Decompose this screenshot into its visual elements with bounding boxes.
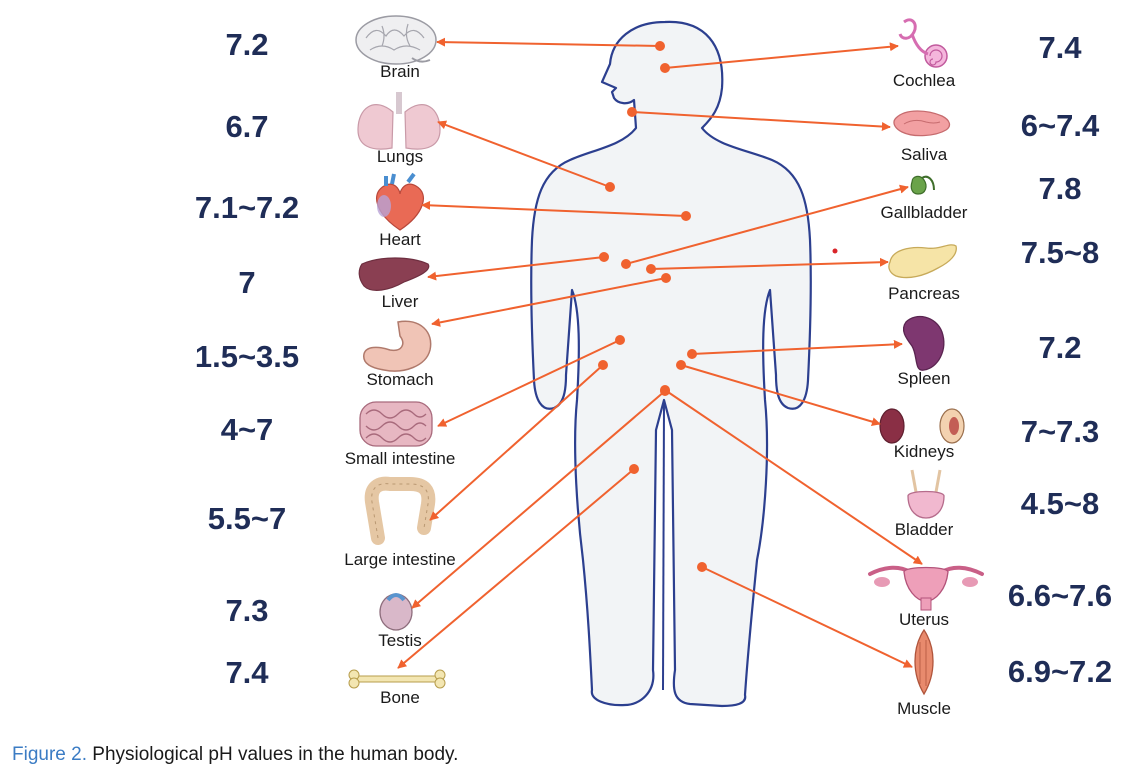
- origin-dot-lungs: [605, 182, 615, 192]
- organ-label-spleen: Spleen: [898, 369, 951, 388]
- origin-dot-bone: [629, 464, 639, 474]
- arrow-cochlea: [664, 42, 899, 69]
- organ-label-testis: Testis: [378, 631, 421, 650]
- organ-label-lungs: Lungs: [377, 147, 423, 166]
- origin-dot-muscle: [697, 562, 707, 572]
- organ-label-kidneys: Kidneys: [894, 442, 954, 461]
- stray-mark: [832, 248, 838, 254]
- origin-dot-kidneys: [676, 360, 686, 370]
- organ-label-heart: Heart: [379, 230, 421, 249]
- gallbladder-icon: [910, 175, 935, 195]
- origin-dot-gallbladder: [621, 259, 631, 269]
- organ-label-pancreas: Pancreas: [888, 284, 960, 303]
- organ-icons: [348, 15, 984, 696]
- arrow-bone: [397, 468, 635, 669]
- ph-value-spleen: 7.2: [1038, 330, 1081, 365]
- origin-dot-small-intestine: [615, 335, 625, 345]
- stomach-icon: [363, 320, 432, 372]
- origin-dot-cochlea: [660, 63, 670, 73]
- arrow-small-intestine: [437, 339, 621, 427]
- figure-label: Figure 2.: [12, 744, 87, 765]
- organ-label-small-intestine: Small intestine: [345, 449, 456, 468]
- origin-dot-pancreas: [646, 264, 656, 274]
- origin-dot-liver: [599, 252, 609, 262]
- ph-value-saliva: 6~7.4: [1021, 108, 1100, 143]
- figure-caption: Figure 2. Physiological pH values in the…: [12, 744, 458, 766]
- spleen-icon: [902, 315, 945, 371]
- ph-value-lungs: 6.7: [225, 109, 268, 144]
- origin-dot-heart: [681, 211, 691, 221]
- origin-dot-saliva: [627, 107, 637, 117]
- arrow-spleen: [691, 339, 903, 355]
- uterus-icon: [868, 565, 984, 611]
- ph-value-stomach: 1.5~3.5: [195, 339, 299, 374]
- ph-value-heart: 7.1~7.2: [195, 190, 299, 225]
- ph-value-large-intestine: 5.5~7: [208, 501, 286, 536]
- organ-label-muscle: Muscle: [897, 699, 951, 718]
- origin-dot-brain: [655, 41, 665, 51]
- organ-label-liver: Liver: [382, 292, 419, 311]
- lungs-icon: [357, 92, 441, 150]
- ph-value-pancreas: 7.5~8: [1021, 235, 1099, 270]
- ph-value-testis: 7.3: [225, 593, 268, 628]
- kidneys-icon: [879, 408, 965, 444]
- arrow-large-intestine: [429, 364, 604, 521]
- muscle-icon: [914, 628, 934, 696]
- ph-value-small-intestine: 4~7: [221, 412, 274, 447]
- arrow-lungs: [437, 120, 611, 188]
- origin-dot-uterus: [660, 385, 670, 395]
- origin-dot-spleen: [687, 349, 697, 359]
- arrow-uterus: [664, 389, 923, 565]
- leg-divider-line: [662, 399, 665, 691]
- large-intestine-icon: [364, 476, 436, 545]
- heart-icon: [375, 172, 425, 231]
- organ-label-stomach: Stomach: [366, 370, 433, 389]
- bladder-icon: [907, 469, 945, 519]
- testis-icon: [379, 593, 413, 631]
- organ-label-gallbladder: Gallbladder: [881, 203, 968, 222]
- ph-value-kidneys: 7~7.3: [1021, 414, 1099, 449]
- caption-text: Physiological pH values in the human bod…: [92, 744, 459, 765]
- organ-label-uterus: Uterus: [899, 610, 949, 629]
- arrow-muscle: [701, 566, 913, 668]
- ph-value-bladder: 4.5~8: [1021, 486, 1099, 521]
- arrow-gallbladder: [625, 184, 909, 265]
- liver-icon: [358, 257, 430, 291]
- arrow-stomach: [431, 277, 667, 327]
- brain-icon: [355, 15, 437, 65]
- pancreas-icon: [888, 244, 957, 279]
- organ-label-saliva: Saliva: [901, 145, 948, 164]
- human-body-silhouette: [530, 20, 812, 708]
- arrow-brain: [436, 37, 661, 47]
- saliva-gland-icon: [893, 110, 951, 137]
- organ-label-brain: Brain: [380, 62, 420, 81]
- organ-label-bone: Bone: [380, 688, 420, 707]
- organ-label-large-intestine: Large intestine: [344, 550, 456, 569]
- ph-value-bone: 7.4: [225, 655, 269, 690]
- ph-value-liver: 7: [238, 265, 255, 300]
- ph-value-brain: 7.2: [225, 27, 268, 62]
- arrow-testis: [411, 390, 666, 609]
- cochlea-icon: [898, 18, 948, 68]
- origin-dot-large-intestine: [598, 360, 608, 370]
- ph-value-gallbladder: 7.8: [1038, 171, 1081, 206]
- origin-dot-stomach: [661, 273, 671, 283]
- organ-label-bladder: Bladder: [895, 520, 954, 539]
- arrow-liver: [427, 256, 605, 281]
- ph-value-muscle: 6.9~7.2: [1008, 654, 1112, 689]
- small-intestine-icon: [359, 401, 433, 447]
- ph-value-cochlea: 7.4: [1038, 30, 1082, 65]
- ph-value-uterus: 6.6~7.6: [1008, 578, 1112, 613]
- bone-icon: [348, 669, 446, 689]
- arrow-kidneys: [680, 364, 881, 427]
- arrow-saliva: [631, 111, 891, 132]
- connector-arrows: [397, 37, 923, 669]
- arrow-pancreas: [650, 257, 889, 270]
- arrow-heart: [421, 200, 687, 217]
- ph-values: 7.2 6.7 7.1~7.2 7 1.5~3.5 4~7 5.5~7 7.3 7.4 7.4 6~…: [195, 27, 1112, 690]
- organ-label-cochlea: Cochlea: [893, 71, 956, 90]
